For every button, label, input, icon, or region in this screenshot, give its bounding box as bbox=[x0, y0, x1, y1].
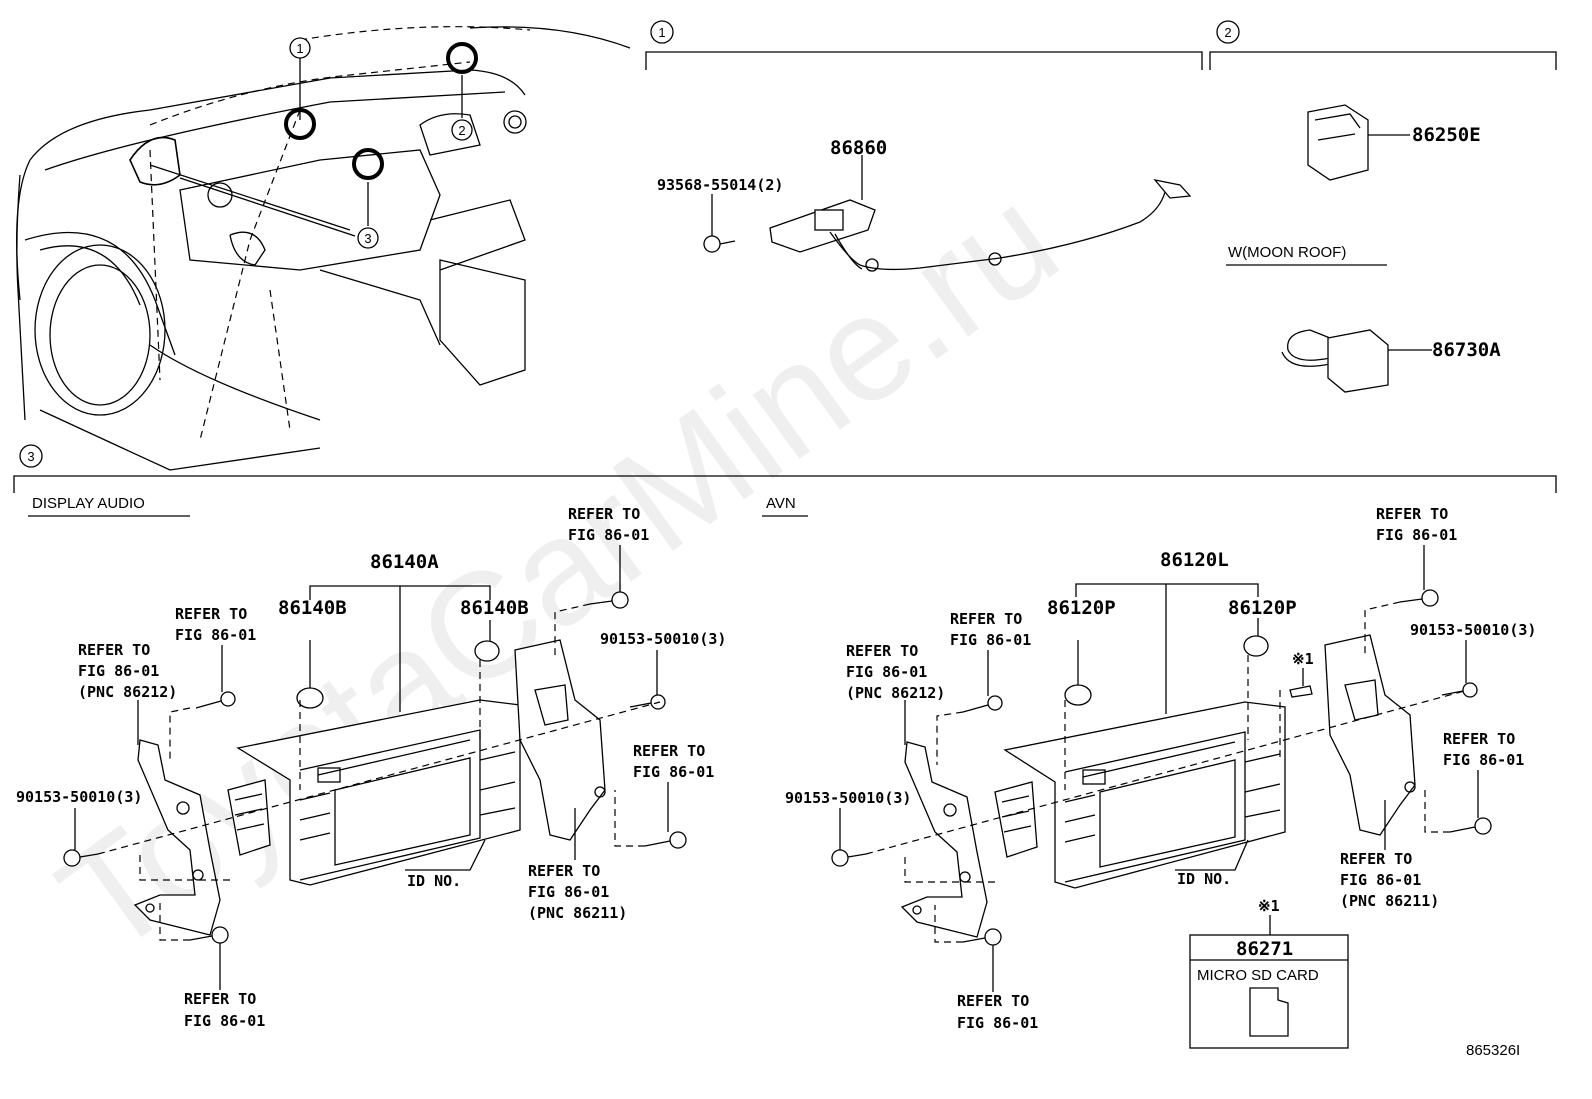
avn-title: AVN bbox=[766, 495, 796, 512]
part-number-93568: 93568-55014(2) bbox=[657, 176, 783, 194]
section-2-number: 2 bbox=[1224, 25, 1231, 40]
part-number-86271: 86271 bbox=[1236, 938, 1293, 960]
overview-callout-2: 2 bbox=[458, 123, 465, 138]
avn-note-mark: ※1 bbox=[1292, 650, 1314, 668]
display-audio-bolt-right: 90153-50010(3) bbox=[600, 630, 726, 648]
overview-callout-1: 1 bbox=[296, 41, 303, 56]
avn-group: AVN 86120P 86120P bbox=[762, 495, 1536, 1032]
display-audio-ref-left-pnc: REFER TO FIG 86-01 (PNC 86212) bbox=[78, 641, 177, 701]
display-audio-ref-top-center: REFER TO FIG 86-01 bbox=[175, 605, 256, 644]
part-number-86120p-right: 86120P bbox=[1228, 597, 1297, 619]
avn-id-no: ID NO. bbox=[1177, 870, 1231, 888]
display-audio-ref-right-mid: REFER TO FIG 86-01 bbox=[633, 742, 714, 781]
part-number-86120p-left: 86120P bbox=[1047, 597, 1116, 619]
sensor-86860 bbox=[769, 155, 1192, 272]
avn-ref-top-right: REFER TO FIG 86-01 bbox=[1376, 505, 1457, 544]
micro-sd-card-icon bbox=[1249, 987, 1289, 1037]
part-number-86140b-right: 86140B bbox=[460, 597, 529, 619]
avn-ref-left-pnc: REFER TO FIG 86-01 (PNC 86212) bbox=[846, 642, 945, 702]
section-3: 3 DISPLAY AUDIO 86140B bbox=[13, 444, 1557, 1049]
part-number-86730a: 86730A bbox=[1432, 339, 1501, 361]
display-audio-id-no: ID NO. bbox=[407, 872, 461, 890]
display-audio-ref-bottom: REFER TO FIG 86-01 bbox=[184, 990, 265, 1030]
part-number-86860: 86860 bbox=[830, 137, 887, 159]
overview-callout-3: 3 bbox=[364, 231, 371, 246]
switch-86250e bbox=[1307, 104, 1410, 181]
avn-bolts bbox=[831, 589, 1492, 946]
switch-86730a bbox=[1281, 329, 1432, 393]
display-audio-bolt-left: 90153-50010(3) bbox=[16, 788, 142, 806]
avn-head-unit bbox=[994, 701, 1286, 889]
avn-ref-top-center: REFER TO FIG 86-01 bbox=[950, 610, 1031, 649]
part-number-86120l: 86120L bbox=[1160, 549, 1229, 571]
section-3-number: 3 bbox=[27, 449, 34, 464]
clip-93568 bbox=[703, 194, 736, 253]
part-number-86140a: 86140A bbox=[370, 551, 439, 573]
display-audio-head-unit bbox=[227, 699, 521, 886]
display-audio-ref-right-pnc: REFER TO FIG 86-01 (PNC 86211) bbox=[528, 862, 627, 922]
display-audio-ref-top-right: REFER TO FIG 86-01 bbox=[568, 505, 649, 544]
dashboard-overview: 1 2 3 bbox=[16, 26, 631, 471]
moon-roof-condition: W(MOON ROOF) bbox=[1228, 244, 1346, 261]
section-2: 2 86250E W(MOON ROOF) 86730A bbox=[1209, 20, 1557, 393]
avn-bolt-left: 90153-50010(3) bbox=[785, 789, 911, 807]
micro-sd-card-label: MICRO SD CARD bbox=[1197, 967, 1319, 984]
sd-note-mark: ※1 bbox=[1258, 897, 1280, 915]
part-number-86140b-left: 86140B bbox=[278, 597, 347, 619]
micro-sd-card-box: ※1 86271 MICRO SD CARD bbox=[1189, 897, 1349, 1049]
avn-bolt-right: 90153-50010(3) bbox=[1410, 621, 1536, 639]
figure-id: 865326I bbox=[1466, 1042, 1520, 1059]
avn-ref-right-mid: REFER TO FIG 86-01 bbox=[1443, 730, 1524, 769]
section-1: 1 86860 93568-55014(2) bbox=[645, 20, 1203, 272]
part-number-86250e: 86250E bbox=[1412, 124, 1481, 146]
avn-ref-right-pnc: REFER TO FIG 86-01 (PNC 86211) bbox=[1340, 850, 1439, 910]
display-audio-bolts bbox=[63, 591, 687, 944]
display-audio-title: DISPLAY AUDIO bbox=[32, 495, 145, 512]
section-1-number: 1 bbox=[658, 25, 665, 40]
display-audio-group: DISPLAY AUDIO 86140B 86140B bbox=[16, 495, 726, 1030]
avn-ref-bottom: REFER TO FIG 86-01 bbox=[957, 992, 1038, 1032]
